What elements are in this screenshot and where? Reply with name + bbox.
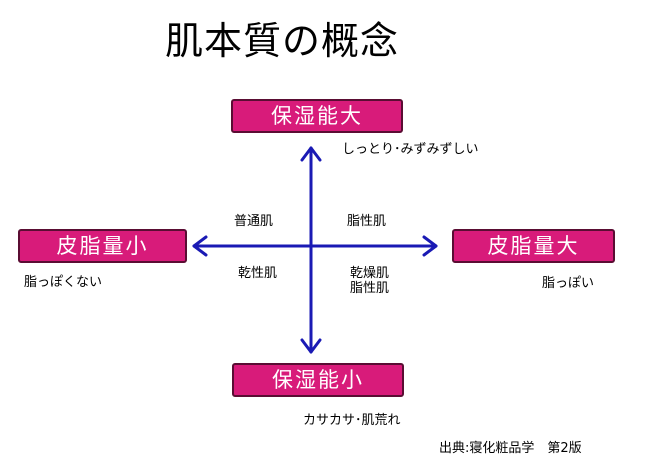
quadrant-bottom-left: 乾性肌 [238,266,278,281]
quadrant-top-right: 脂性肌 [347,214,387,229]
axis-label-bottom: 保湿能小 [232,363,404,397]
arrow-head-up [300,146,322,162]
diagram-title: 肌本質の概念 [165,19,400,63]
annotation-right: 脂っぽい [542,276,595,291]
annotation-bottom: カサカサ･肌荒れ [303,413,401,428]
quadrant-top-left: 普通肌 [234,214,274,229]
annotation-left: 脂っぽくない [24,275,103,290]
axis-label-top: 保湿能大 [231,99,403,133]
source-citation: 出典:寝化粧品学 第2版 [439,441,582,456]
arrow-head-down [300,338,322,354]
axis-label-left: 皮脂量小 [18,229,187,263]
annotation-top: しっとり･みずみずしい [342,142,479,157]
quadrant-bottom-right-line2: 脂性肌 [350,281,390,296]
quadrant-bottom-right-line1: 乾燥肌 [350,266,390,281]
arrow-head-left [192,235,208,257]
axis-label-right: 皮脂量大 [452,229,615,263]
arrow-head-right [422,235,438,257]
